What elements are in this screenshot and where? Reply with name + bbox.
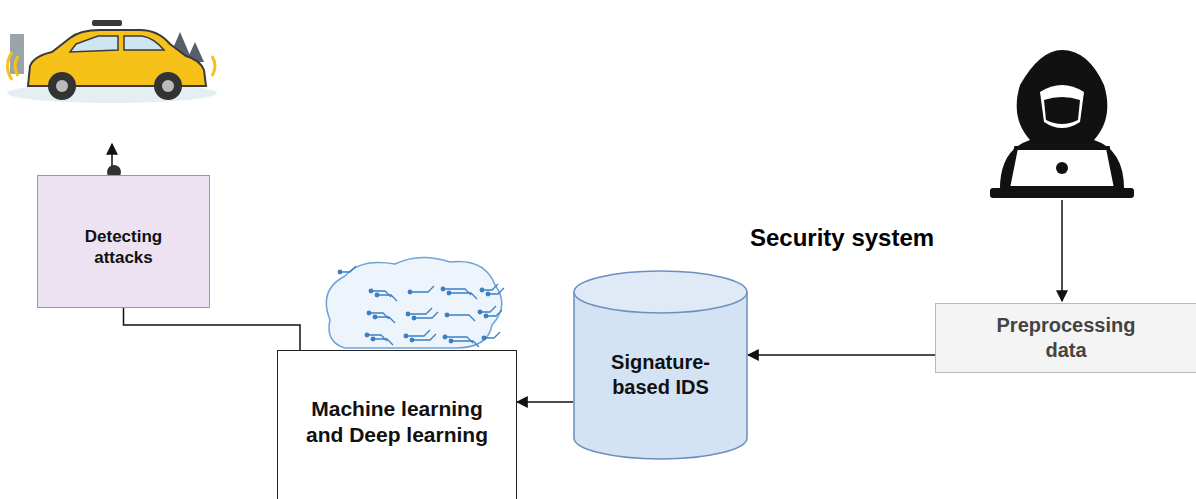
circuit-dot [478, 310, 482, 314]
circuit-trace [375, 317, 395, 323]
flow-connector [748, 354, 935, 356]
node-text: Preprocessing data [981, 313, 1151, 363]
circuit-trace [451, 341, 479, 347]
circuit-dot [369, 289, 373, 293]
circuit-trace [486, 310, 502, 316]
ids-cylinder: Signature-based IDS [573, 270, 748, 460]
circuit-dot [375, 293, 379, 297]
circuit-dot [338, 270, 342, 274]
circuit-trace [488, 288, 504, 294]
car-arrow [111, 144, 113, 166]
brain-illustration [326, 257, 504, 348]
circuit-dot [449, 339, 453, 343]
circuit-dot [408, 290, 412, 294]
circuit-dot [484, 314, 488, 318]
detect-box: Detecting attacks [37, 175, 210, 308]
circuit-trace [414, 312, 438, 318]
circuit-trace [369, 313, 389, 319]
circuit-dot [410, 338, 414, 342]
input-arrow [1061, 200, 1063, 301]
preprocess-box: Preprocessing data [935, 303, 1196, 373]
hacker-illustration [990, 50, 1134, 198]
circuit-dot [373, 315, 377, 319]
circuit-dot [445, 313, 449, 317]
circuit-trace [445, 337, 473, 343]
node-text: Detecting attacks [54, 226, 194, 269]
circuit-trace [408, 308, 432, 314]
node-text: Machine learning and Deep learning [302, 396, 492, 449]
node-text: Signature-based IDS [591, 350, 731, 400]
circuit-dot [406, 312, 410, 316]
circuit-dot [486, 292, 490, 296]
circuit-trace [484, 332, 500, 338]
circuit-dot [367, 311, 371, 315]
circuit-trace [482, 284, 498, 290]
circuit-dot [482, 336, 486, 340]
circuit-trace [412, 334, 436, 340]
circuit-dot [480, 288, 484, 292]
circuit-dot [371, 337, 375, 341]
circuit-trace [447, 315, 475, 321]
flow-connector [517, 401, 573, 403]
circuit-trace [367, 335, 387, 341]
circuit-trace [340, 266, 356, 272]
circuit-dot [412, 316, 416, 320]
flow-connector [124, 308, 301, 350]
circuit-trace [449, 293, 477, 299]
circuit-dot [443, 335, 447, 339]
circuit-trace [373, 339, 393, 345]
circuit-trace [443, 289, 471, 295]
model-box: Machine learning and Deep learning [277, 350, 517, 499]
circuit-dot [365, 333, 369, 337]
circuit-dot [404, 334, 408, 338]
circuit-dot [441, 287, 445, 291]
system-label: Security system [750, 224, 934, 252]
car-illustration [7, 20, 217, 103]
circuit-trace [406, 330, 430, 336]
circuit-trace [410, 286, 434, 292]
circuit-dot [447, 291, 451, 295]
circuit-trace [371, 291, 391, 297]
circuit-trace [480, 306, 496, 312]
circuit-trace [377, 295, 397, 301]
